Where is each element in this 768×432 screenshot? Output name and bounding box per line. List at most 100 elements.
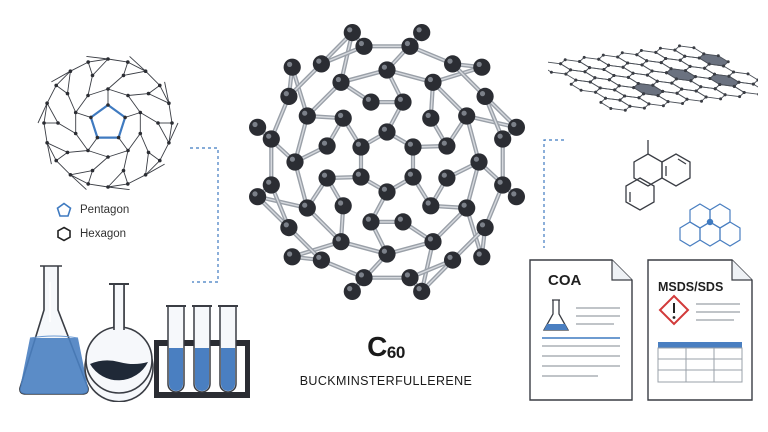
graphene-atom — [700, 99, 703, 103]
c60-atom — [355, 269, 373, 287]
molecule-title: C60 BUCKMINSTERFULLERENE — [286, 330, 486, 388]
wire-bond — [107, 58, 128, 63]
c60-atom-shine — [321, 172, 328, 178]
c60-atom — [262, 130, 280, 148]
c60-atom-shine — [316, 254, 322, 260]
c60-atom — [262, 176, 280, 194]
graphene-atom — [713, 87, 717, 91]
c60-atom-shine — [447, 58, 453, 64]
c60-atom-shine — [473, 156, 479, 162]
wire-bond — [107, 75, 124, 90]
graphene-atom — [708, 77, 712, 80]
c60-atom — [476, 87, 494, 105]
wire-atom — [45, 141, 49, 145]
graphene-atom — [683, 54, 687, 58]
graphene-atom — [569, 68, 572, 72]
c60-atom-shine — [358, 272, 364, 278]
wire-bond — [46, 142, 52, 165]
graphene-atom — [642, 92, 646, 96]
c60-atom-shine — [479, 91, 486, 97]
wire-bond — [145, 163, 165, 176]
c60-atom-shine — [416, 27, 422, 33]
c60-atom-shine — [365, 96, 371, 102]
c60-atom-shine — [358, 40, 364, 47]
legend-pentagon-label: Pentagon — [80, 204, 130, 216]
graphene-cell — [597, 54, 629, 68]
graphene-atom — [704, 95, 708, 99]
wire-atom — [143, 173, 148, 177]
c60-atom-shine — [321, 140, 328, 146]
graphene-atom — [626, 75, 630, 79]
wire-bond — [107, 170, 124, 188]
wire-bond — [123, 70, 146, 76]
c60-atom — [424, 233, 442, 251]
wire-atom — [126, 182, 130, 186]
graphene-atom — [661, 89, 665, 93]
wire-bond — [46, 85, 57, 104]
c60-atom-shine — [447, 254, 453, 260]
c60-atom — [298, 107, 316, 125]
wire-bond — [127, 93, 149, 96]
wire-bond — [43, 122, 48, 143]
wire-bond — [129, 56, 146, 72]
wire-atom — [146, 91, 151, 96]
graphene-atom — [636, 82, 640, 85]
graphene-atom — [726, 60, 730, 64]
graphene-atom — [692, 46, 696, 50]
c60-atom-shine — [338, 200, 344, 206]
wire-bond — [148, 85, 161, 94]
graphene-atom — [693, 75, 697, 79]
c60-atom-shine — [407, 171, 413, 177]
graphene-cell — [619, 95, 650, 109]
c60-atom — [332, 73, 350, 91]
c60-atom — [470, 153, 488, 171]
c60-atom — [312, 55, 330, 73]
c60-atom-shine — [287, 251, 293, 257]
graphene-atom — [737, 80, 741, 84]
highlighted-pentagon — [89, 103, 127, 139]
hazard-warning-icon — [658, 294, 690, 326]
wire-atom — [106, 155, 110, 159]
graphene-atom — [640, 63, 644, 67]
wire-bond — [123, 170, 129, 185]
graphene-atom — [620, 51, 624, 55]
wire-bond — [87, 88, 109, 96]
wire-atom — [54, 83, 58, 88]
graphene-cell — [638, 93, 669, 107]
legend-hexagon-label: Hexagon — [80, 228, 127, 240]
graphene-atom — [757, 92, 758, 96]
graphene-atom — [563, 58, 567, 62]
c60-atom-shine — [476, 251, 482, 257]
graphene-atom — [632, 86, 636, 90]
graphene-atom — [746, 72, 750, 76]
c60-atom — [362, 213, 380, 231]
wire-bond — [43, 103, 48, 124]
c60-atom-shine — [381, 64, 387, 70]
graphene-atom — [635, 53, 639, 57]
c60-atom — [352, 138, 370, 156]
graphene-atom — [594, 90, 598, 94]
wire-bond — [168, 122, 173, 143]
wire-bond — [168, 122, 179, 143]
graphene-atom — [694, 89, 698, 93]
c60-atom — [507, 118, 525, 136]
graphene-atom — [661, 104, 665, 108]
graphene-atom — [582, 55, 586, 59]
wire-atom — [156, 121, 160, 125]
c60-atom-shine — [335, 76, 341, 83]
cluster-node — [706, 218, 714, 226]
graphene-cell — [698, 53, 729, 67]
graphene-atom — [669, 67, 673, 71]
wire-bond — [168, 103, 173, 124]
wire-bond — [67, 93, 77, 113]
graphene-atom — [654, 50, 658, 54]
graphene-cell — [622, 62, 653, 76]
wire-atom — [121, 73, 126, 78]
graphene-atom — [722, 64, 726, 68]
msds-title: MSDS/SDS — [658, 280, 724, 294]
wire-bond — [148, 152, 161, 161]
wire-bond — [157, 122, 170, 144]
graphene-atom — [607, 78, 611, 82]
wire-bond — [46, 142, 57, 161]
c60-atom-shine — [283, 91, 289, 97]
